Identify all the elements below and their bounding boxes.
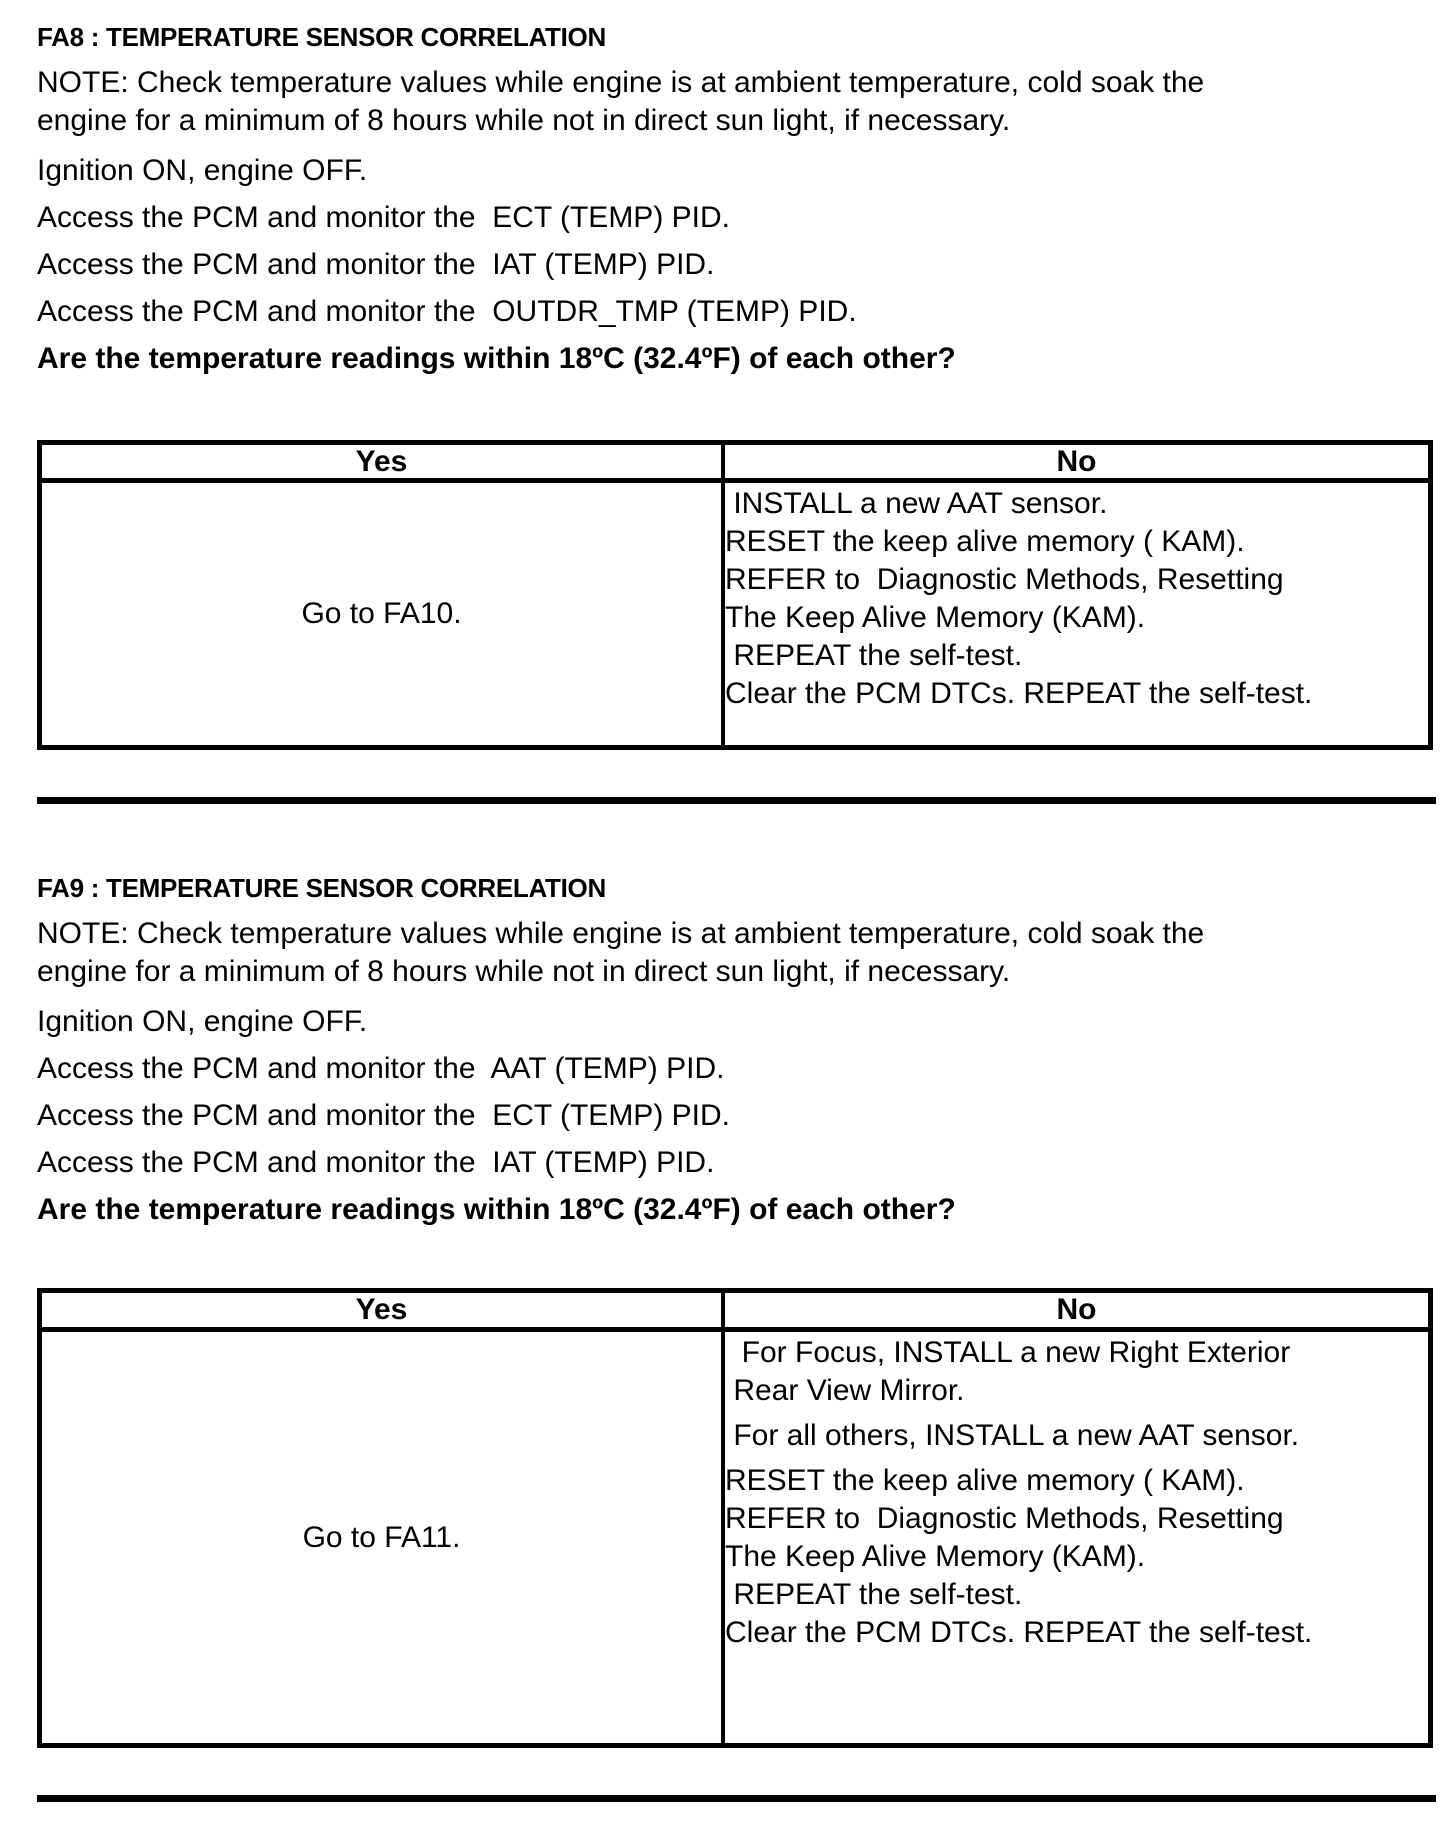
table-body-row: Go to FA11. For Focus, INSTALL a new Rig…: [42, 1332, 1428, 1743]
question-text: Are the temperature readings within 18ºC…: [37, 1193, 956, 1226]
table-header-yes: Yes: [355, 1293, 408, 1326]
text-line: Access the PCM and monitor the IAT (TEMP…: [37, 248, 715, 281]
text-line: REPEAT the self-test.: [725, 639, 1023, 672]
decision-table-fa9: Yes No Go to FA11. For Focus, INSTALL a …: [37, 1288, 1433, 1748]
note-text: NOTE: Check temperature values while eng…: [37, 66, 1205, 137]
yes-action-text: Go to FA10.: [301, 597, 462, 630]
no-action-cell: INSTALL a new AAT sensor. RESET the keep …: [721, 483, 1428, 745]
section-fa8: FA8 : TEMPERATURE SENSOR CORRELATION NOT…: [37, 21, 1434, 750]
text-line: The Keep Alive Memory (KAM).: [725, 601, 1146, 634]
text-line: Access the PCM and monitor the ECT (TEMP…: [37, 201, 730, 234]
text-line: REPEAT the self-test.: [725, 1578, 1023, 1611]
text-line: RESET the keep alive memory ( KAM).: [725, 525, 1245, 558]
text-line: Access the PCM and monitor the OUTDR_TMP…: [37, 295, 857, 328]
text-line: Access the PCM and monitor the AAT (TEMP…: [37, 1052, 725, 1085]
section-heading: FA9 : TEMPERATURE SENSOR CORRELATION: [37, 873, 606, 903]
yes-action-text: Go to FA11.: [302, 1520, 461, 1554]
question-text: Are the temperature readings within 18ºC…: [37, 342, 956, 375]
text-line: Ignition ON, engine OFF.: [37, 154, 368, 187]
text-line: Ignition ON, engine OFF.: [37, 1005, 368, 1038]
yes-action-cell: Go to FA11.: [42, 1332, 721, 1743]
table-header-no: No: [721, 445, 1428, 479]
note-text: NOTE: Check temperature values while eng…: [37, 917, 1205, 988]
section-divider: [37, 1795, 1436, 1802]
text-line: RESET the keep alive memory ( KAM).: [725, 1464, 1245, 1497]
text-line: REFER to Diagnostic Methods, Resetting: [725, 563, 1284, 596]
table-header-yes: Yes: [355, 445, 408, 478]
action-paragraph: For Focus, INSTALL a new Right Exterior …: [725, 1334, 1428, 1410]
action-paragraph: For all others, INSTALL a new AAT sensor…: [725, 1417, 1428, 1455]
no-action-cell: For Focus, INSTALL a new Right Exterior …: [721, 1332, 1428, 1743]
text-line: Access the PCM and monitor the IAT (TEMP…: [37, 1146, 715, 1179]
text-line: REFER to Diagnostic Methods, Resetting: [725, 1502, 1284, 1535]
text-line: Clear the PCM DTCs. REPEAT the self-test…: [725, 677, 1313, 710]
text-line: Access the PCM and monitor the ECT (TEMP…: [37, 1099, 730, 1132]
text-line: Rear View Mirror.: [725, 1374, 965, 1407]
text-line: The Keep Alive Memory (KAM).: [725, 1540, 1146, 1573]
section-divider: [37, 797, 1436, 804]
yes-action-cell: Go to FA10.: [42, 483, 721, 745]
text-line: Clear the PCM DTCs. REPEAT the self-test…: [725, 1616, 1313, 1649]
text-line: For all others, INSTALL a new AAT sensor…: [725, 1419, 1300, 1452]
text-line: For Focus, INSTALL a new Right Exterior: [725, 1336, 1291, 1369]
table-header-row: Yes No: [42, 445, 1428, 483]
table-header-no: No: [721, 1293, 1428, 1327]
table-header-row: Yes No: [42, 1293, 1428, 1332]
table-body-row: Go to FA10. INSTALL a new AAT sensor. RES…: [42, 483, 1428, 745]
decision-table-fa8: Yes No Go to FA10. INSTALL a new AAT sen…: [37, 440, 1433, 750]
section-fa9: FA9 : TEMPERATURE SENSOR CORRELATION NOT…: [37, 872, 1434, 1748]
text-line: INSTALL a new AAT sensor.: [725, 487, 1108, 520]
procedure-steps: Ignition ON, engine OFF. Access the PCM a…: [37, 152, 1434, 331]
action-paragraph: INSTALL a new AAT sensor. RESET the keep …: [725, 485, 1428, 713]
section-heading: FA8 : TEMPERATURE SENSOR CORRELATION: [37, 22, 606, 52]
procedure-steps: Ignition ON, engine OFF. Access the PCM a…: [37, 1003, 1434, 1182]
action-paragraph: RESET the keep alive memory ( KAM). REFER…: [725, 1462, 1428, 1652]
